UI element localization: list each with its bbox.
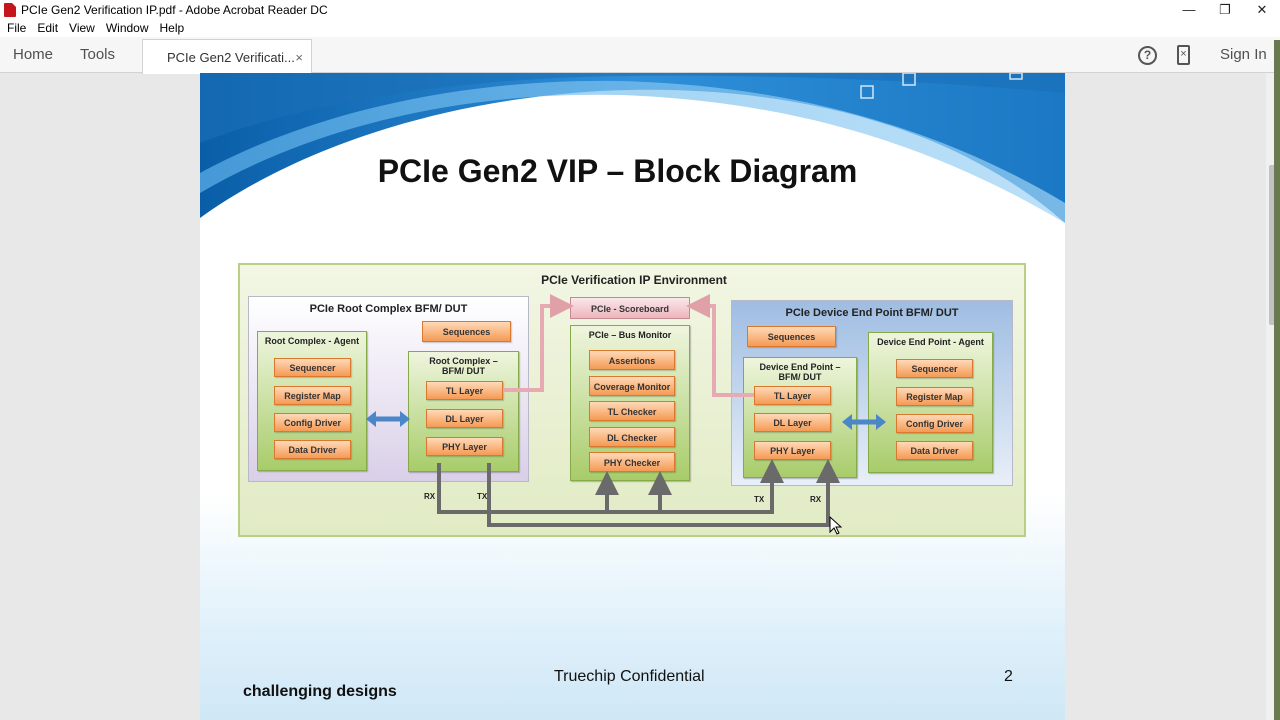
root-agent-title: Root Complex - Agent xyxy=(264,336,360,346)
device-dl-layer: DL Layer xyxy=(754,413,831,432)
monitor-tl-checker: TL Checker xyxy=(589,401,675,421)
menu-bar: File Edit View Window Help xyxy=(0,19,1280,37)
menu-edit[interactable]: Edit xyxy=(37,21,59,35)
root-data-driver: Data Driver xyxy=(274,440,351,459)
monitor-assertions: Assertions xyxy=(589,350,675,370)
close-tab-icon[interactable]: × xyxy=(295,49,303,65)
ep-tx-label: TX xyxy=(754,495,765,504)
mobile-link-icon[interactable] xyxy=(1177,45,1190,65)
pdf-page: PCIe Gen2 VIP – Block Diagram PCIe Verif… xyxy=(200,73,1065,720)
tab-document-label: PCIe Gen2 Verificati... xyxy=(167,49,295,65)
env-title: PCIe Verification IP Environment xyxy=(541,273,727,287)
device-sequencer: Sequencer xyxy=(896,359,973,378)
slide-title: PCIe Gen2 VIP – Block Diagram xyxy=(377,153,858,189)
device-tl-layer: TL Layer xyxy=(754,386,831,405)
ep-rx-link xyxy=(487,459,840,527)
root-phy-layer: PHY Layer xyxy=(426,437,503,456)
tab-home[interactable]: Home xyxy=(13,46,54,63)
root-sequences: Sequences xyxy=(422,321,511,342)
root-bfm-title: Root Complex – BFM/ DUT xyxy=(429,356,498,376)
tab-document[interactable]: PCIe Gen2 Verificati... × xyxy=(142,39,312,74)
page-number: 2 xyxy=(1004,668,1013,685)
device-panel-title: PCIe Device End Point BFM/ DUT xyxy=(785,307,959,319)
device-register-map: Register Map xyxy=(896,387,973,406)
device-phy-layer: PHY Layer xyxy=(754,441,831,460)
tab-tools[interactable]: Tools xyxy=(80,46,116,63)
mouse-cursor-icon xyxy=(829,516,842,535)
vip-environment-box: PCIe Verification IP Environment PCIe Ro… xyxy=(238,263,1026,537)
footer-confidential: Truechip Confidential xyxy=(554,668,705,685)
restore-button[interactable]: ❐ xyxy=(1219,1,1231,17)
help-icon[interactable]: ? xyxy=(1138,46,1157,65)
root-panel-title: PCIe Root Complex BFM/ DUT xyxy=(309,303,468,315)
close-button[interactable]: ✕ xyxy=(1256,1,1268,17)
rc-rx-label: RX xyxy=(424,492,436,501)
sign-in-button[interactable]: Sign In xyxy=(1220,46,1267,63)
root-tl-tap-arrow xyxy=(503,294,574,392)
root-config-driver: Config Driver xyxy=(274,413,351,432)
root-register-map: Register Map xyxy=(274,386,351,405)
menu-file[interactable]: File xyxy=(7,21,27,35)
menu-view[interactable]: View xyxy=(69,21,95,35)
root-tl-layer: TL Layer xyxy=(426,381,503,400)
diagram-connections xyxy=(366,294,886,527)
device-bfm-title: Device End Point – BFM/ DUT xyxy=(759,362,841,382)
monitor-dl-checker: DL Checker xyxy=(589,427,675,447)
title-bar: PCIe Gen2 Verification IP.pdf - Adobe Ac… xyxy=(0,0,1280,19)
root-dl-layer: DL Layer xyxy=(426,409,503,428)
slide-header-swoosh xyxy=(200,73,1065,223)
pdf-file-icon xyxy=(4,2,16,17)
monitor-phy-checker: PHY Checker xyxy=(589,452,675,472)
window-title: PCIe Gen2 Verification IP.pdf - Adobe Ac… xyxy=(21,2,328,17)
background-window-edge xyxy=(1274,40,1280,720)
menu-help[interactable]: Help xyxy=(159,21,185,35)
footer-tagline: challenging designs xyxy=(243,683,397,700)
minimize-button[interactable]: — xyxy=(1182,2,1196,17)
monitor-coverage: Coverage Monitor xyxy=(589,376,675,396)
device-data-driver: Data Driver xyxy=(896,441,973,460)
root-sequencer: Sequencer xyxy=(274,358,351,377)
scrollbar-thumb[interactable] xyxy=(1269,165,1277,325)
bus-monitor-title: PCIe – Bus Monitor xyxy=(588,330,672,340)
device-config-driver: Config Driver xyxy=(896,414,973,433)
tab-row: Home Tools PCIe Gen2 Verificati... × xyxy=(0,37,1280,74)
menu-window[interactable]: Window xyxy=(105,21,149,35)
device-sequences: Sequences xyxy=(747,326,836,347)
ep-rx-label: RX xyxy=(810,495,822,504)
device-tl-tap-arrow xyxy=(686,294,754,397)
rc-tx-label: TX xyxy=(477,492,488,501)
device-agent-title: Device End Point - Agent xyxy=(877,337,984,347)
